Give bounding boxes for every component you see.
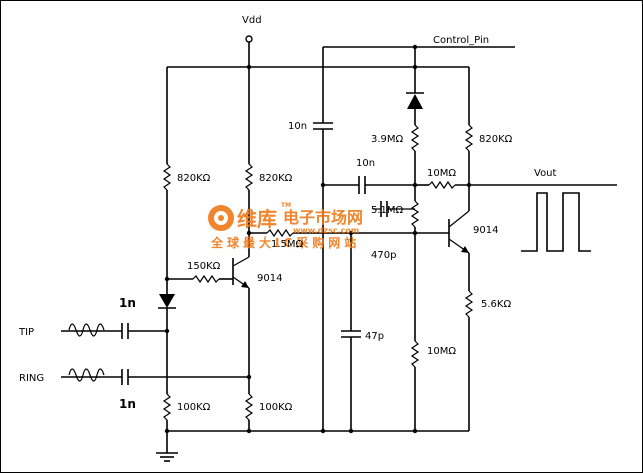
label-c10n-a: 10n [288, 121, 307, 132]
label-q2: 9014 [473, 225, 498, 236]
label-control-pin: Control_Pin [433, 35, 489, 46]
watermark: 维库 电子市场网 TM www.dzsc.com 全球最大IC采购网站 [208, 202, 363, 250]
label-r3: 150KΩ [187, 261, 221, 272]
watermark-line3: 全球最大IC采购网站 [210, 235, 360, 250]
label-r4: 1.5MΩ [271, 239, 304, 250]
label-c470: 470p [371, 250, 396, 261]
label-tip: TIP [18, 327, 34, 338]
bottom-rail [164, 428, 469, 434]
label-r9: 10MΩ [427, 168, 456, 179]
r-10m-top [415, 180, 617, 190]
vdd-terminal [245, 35, 253, 67]
watermark-tm: TM [281, 202, 291, 209]
label-r8: 820KΩ [479, 134, 513, 145]
cap-47p [341, 233, 361, 431]
label-r1: 820KΩ [177, 173, 211, 184]
cap-10n-horizontal [323, 176, 415, 194]
label-r5: 100KΩ [177, 402, 211, 413]
tip-input [61, 323, 167, 339]
label-r12: 10MΩ [427, 346, 456, 357]
watermark-line2: www.dzsc.com [293, 226, 359, 235]
vout-waveform [521, 192, 591, 252]
label-vdd: Vdd [242, 15, 262, 26]
label-c-tip: 1n [119, 296, 136, 310]
left-branch [156, 67, 178, 462]
ring-input [61, 368, 252, 385]
right-branch [448, 67, 474, 431]
watermark-logo-text: 维库 [237, 207, 277, 231]
label-r7: 3.9MΩ [371, 134, 404, 145]
diode-chain [406, 47, 424, 431]
label-c47: 47p [365, 331, 384, 342]
label-r11: 5.6KΩ [481, 299, 511, 310]
label-c10n-b: 10n [356, 158, 375, 169]
label-c-ring: 1n [119, 397, 136, 411]
label-r10: 5.1MΩ [371, 205, 404, 216]
control-pin-line [313, 44, 515, 431]
label-vout: Vout [534, 168, 557, 179]
cap-470p [373, 201, 415, 217]
label-r2: 820KΩ [259, 173, 293, 184]
label-ring: RING [19, 373, 44, 384]
label-r6: 100KΩ [259, 402, 293, 413]
watermark-line1: 电子市场网 [283, 208, 363, 227]
label-q1: 9014 [257, 273, 282, 284]
